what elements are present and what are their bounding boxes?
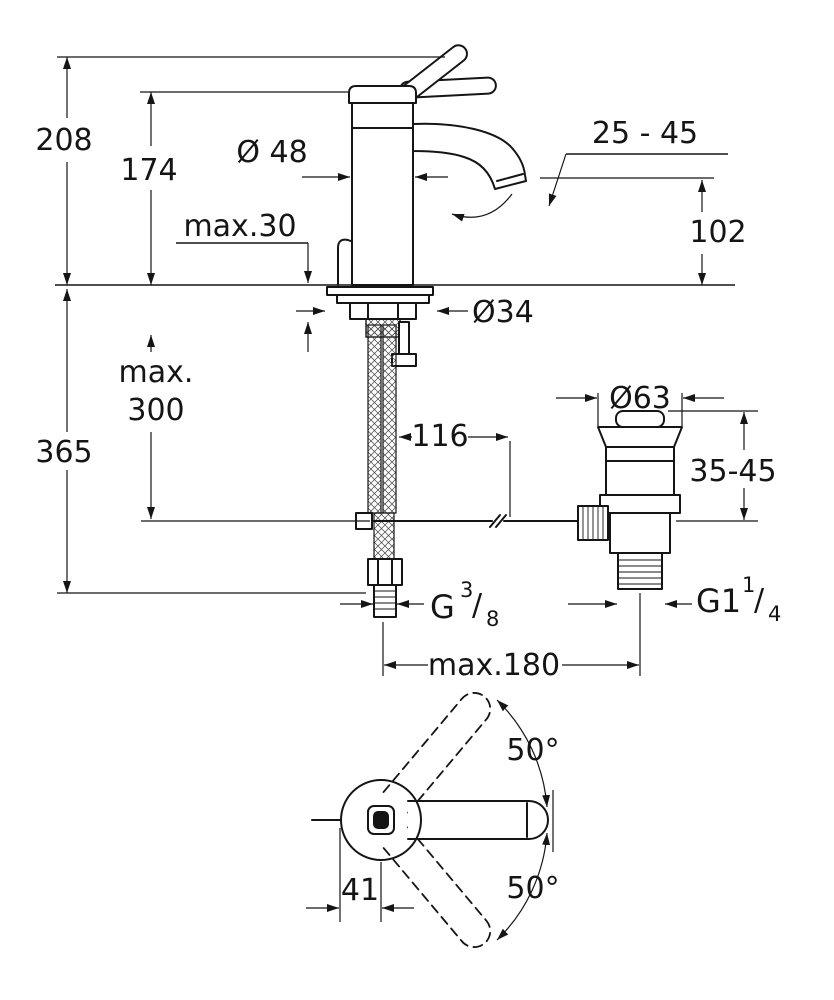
hose-fitting-nut (367, 558, 403, 586)
hose-lower (373, 512, 395, 560)
dim-48-label: Ø 48 (236, 135, 307, 170)
thread-g114-denominator-label: 4 (768, 602, 781, 626)
thread-g114-slash-label: / (754, 583, 765, 618)
supply-hose-right (382, 324, 397, 514)
drain-tailpipe (617, 552, 663, 590)
faucet-body (351, 102, 414, 286)
dimension-lines (55, 56, 758, 941)
handle-lever-dashed-down (382, 826, 492, 948)
faucet-top-view (311, 692, 549, 948)
drain-flange (597, 426, 683, 448)
thread-g114-numerator-label: 1 (742, 573, 755, 597)
dim-2545-label: 25 - 45 (592, 116, 698, 151)
lever-socket-hole (373, 811, 389, 829)
faucet-cap (348, 85, 417, 104)
supply-hoses (355, 324, 579, 618)
dim-116-label: 116 (411, 419, 468, 454)
dim-102-label: 102 (689, 215, 746, 250)
thread-g38-base-label: G (430, 588, 455, 626)
dim-max30-label: max.30 (183, 209, 296, 244)
dim-3545-label: 35-45 (689, 454, 776, 489)
angle-50-down-label: 50° (506, 871, 559, 906)
dim-41-label: 41 (341, 873, 379, 908)
dimension-labels: 208 174 Ø 48 max.30 25 - 45 102 Ø34 max.… (35, 116, 781, 908)
arc-50-up (496, 699, 551, 808)
dim-34-label: Ø34 (472, 295, 534, 330)
dim-max300-value-label: 300 (127, 393, 184, 428)
thread-g114-base-label: G1 (696, 582, 741, 620)
thread-g38-numerator-label: 3 (460, 578, 473, 602)
thread-g38-denominator-label: 8 (486, 607, 499, 631)
aerator-swivel-arrow (451, 193, 513, 222)
dim-max180-label: max.180 (428, 648, 560, 683)
handle-lever-dashed-up (382, 692, 492, 814)
drain-ring (599, 494, 681, 514)
arc-50-down (496, 832, 551, 941)
break-mark (489, 514, 501, 528)
dim-208-label: 208 (35, 123, 92, 158)
handle-lever-fill (408, 801, 548, 839)
leader-25-45 (548, 153, 567, 207)
dim-max300-word-label: max. (119, 355, 194, 390)
mounting-nut (349, 302, 417, 320)
supply-hose-left (367, 324, 382, 514)
washer (336, 294, 430, 304)
angle-50-up-label: 50° (506, 733, 559, 768)
dim-174-label: 174 (120, 153, 177, 188)
faucet-spout (412, 122, 527, 190)
faucet-side-view (337, 44, 527, 286)
pop-up-waste-assembly (577, 410, 683, 590)
thread-g38-slash-label: / (472, 588, 483, 623)
hose-nipple (373, 584, 397, 618)
drain-body (605, 446, 675, 496)
base-plate (326, 286, 434, 296)
drain-lower-body (609, 512, 671, 554)
pop-up-rod (337, 238, 357, 286)
dim-365-label: 365 (35, 435, 92, 470)
dim-63-label: Ø63 (609, 381, 671, 416)
aerator-line (496, 173, 524, 182)
break-mark (495, 514, 507, 528)
